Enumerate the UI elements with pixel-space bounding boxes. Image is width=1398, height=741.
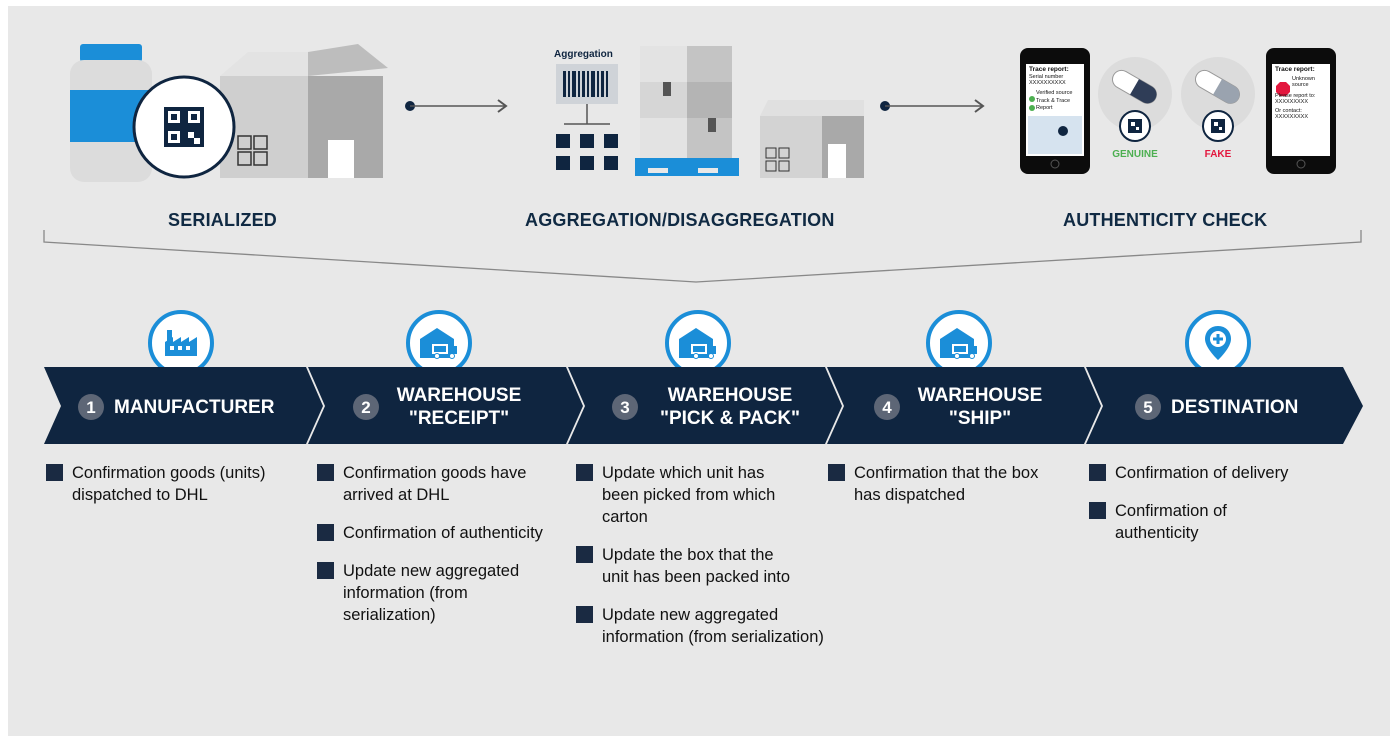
process-chevrons <box>44 367 1363 444</box>
genuine-pill-icon <box>1098 57 1172 142</box>
flow-arrow-icon <box>405 99 508 113</box>
chevron-3 <box>568 367 842 444</box>
fake-label: FAKE <box>1204 149 1232 160</box>
stage-2-label: WAREHOUSE "RECEIPT" <box>396 385 522 429</box>
phone-right-report-value: XXXXXXXXX <box>1275 99 1309 105</box>
chevron-4 <box>827 367 1101 444</box>
phone-left-icon <box>1020 48 1090 174</box>
qr-code-icon <box>132 75 236 179</box>
phone-right-screen: Trace report: Unknown source Please repo… <box>1275 66 1329 121</box>
stage-3-title: 3 WAREHOUSE "PICK & PACK" <box>612 385 812 429</box>
chevron-1 <box>44 367 323 444</box>
stage-2-title: 2 WAREHOUSE "RECEIPT" <box>353 385 543 429</box>
stage-5-bullets: Confirmation of delivery Confirmation of… <box>1089 462 1349 560</box>
phone-right-unknown: Unknown <box>1292 75 1315 82</box>
stage-5-title: 5 DESTINATION <box>1135 385 1335 429</box>
stage-4-label: WAREHOUSE "SHIP" <box>917 385 1043 429</box>
phone-right-please-report: Please report to: <box>1275 92 1316 99</box>
stage-3-label: WAREHOUSE "PICK & PACK" <box>659 385 801 429</box>
diagram-canvas: Aggregation Trace report: Serial number … <box>8 6 1390 736</box>
bracket-line <box>43 230 1362 283</box>
stage-4-number: 4 <box>874 394 900 420</box>
small-box-icon <box>760 100 864 178</box>
pallet-stack-icon <box>635 46 739 176</box>
factory-icon <box>148 310 214 376</box>
phone-right-or-contact: Or contact: <box>1275 107 1302 114</box>
phone-left-screen: Trace report: Serial number XXXXXXXXXX V… <box>1029 66 1083 111</box>
bullet-item: Confirmation of delivery <box>1089 462 1349 484</box>
stage-1-label: MANUFACTURER <box>114 396 275 418</box>
phone-left-verified: Verified source <box>1036 89 1073 96</box>
stage-2-number: 2 <box>353 394 379 420</box>
warehouse-truck-icon <box>665 310 731 376</box>
illustrations <box>43 44 1362 283</box>
stage-4-bullets: Confirmation that the box has dispatched <box>828 462 1058 522</box>
genuine-label: GENUINE <box>1112 149 1158 160</box>
phone-right-source: source <box>1292 82 1309 88</box>
phase-label-serialized: SERIALIZED <box>168 210 278 230</box>
phone-right-title: Trace report: <box>1275 66 1315 73</box>
phase-label-aggregation: AGGREGATION/DISAGGREGATION <box>525 210 835 230</box>
stage-5-number: 5 <box>1135 394 1161 420</box>
phone-left-serial-label: Serial number <box>1029 73 1064 80</box>
phone-left-report: Report <box>1036 104 1053 111</box>
bullet-item: Update new aggregated information (from … <box>576 604 826 648</box>
bullet-item: Confirmation goods (units) dispatched to… <box>46 462 291 506</box>
stage-3-bullets: Update which unit has been picked from w… <box>576 462 826 664</box>
phone-right-contact-value: XXXXXXXXX <box>1275 114 1309 120</box>
chevron-2 <box>308 367 583 444</box>
phase-label-authenticity: AUTHENTICITY CHECK <box>1063 210 1268 230</box>
bullet-item: Confirmation goods have arrived at DHL <box>317 462 562 506</box>
bullet-item: Update new aggregated information (from … <box>317 560 562 626</box>
phone-left-track-trace: Track & Trace <box>1036 98 1071 104</box>
phone-left-title: Trace report: <box>1029 66 1069 73</box>
stage-5-label: DESTINATION <box>1171 396 1299 418</box>
bullet-item: Update which unit has been picked from w… <box>576 462 826 528</box>
phone-right-icon <box>1266 48 1336 174</box>
flow-arrow-icon <box>880 99 985 113</box>
aggregation-icon <box>556 64 618 170</box>
stage-1-bullets: Confirmation goods (units) dispatched to… <box>46 462 291 522</box>
bullet-item: Confirmation that the box has dispatched <box>828 462 1058 506</box>
cardboard-box-icon <box>220 44 388 178</box>
aggregation-label: Aggregation <box>554 49 613 60</box>
bullet-item: Confirmation of authenticity <box>317 522 562 544</box>
stage-1-title: 1 MANUFACTURER <box>78 385 308 429</box>
stage-1-number: 1 <box>78 394 104 420</box>
phone-left-serial-value: XXXXXXXXXX <box>1029 80 1066 86</box>
fake-pill-icon <box>1181 57 1255 142</box>
stage-3-number: 3 <box>612 394 638 420</box>
bullet-item: Confirmation of authenticity <box>1089 500 1349 544</box>
stage-2-bullets: Confirmation goods have arrived at DHL C… <box>317 462 562 642</box>
chevron-5 <box>1086 367 1363 444</box>
bullet-item: Update the box that the unit has been pa… <box>576 544 826 588</box>
stage-4-title: 4 WAREHOUSE "SHIP" <box>874 385 1064 429</box>
